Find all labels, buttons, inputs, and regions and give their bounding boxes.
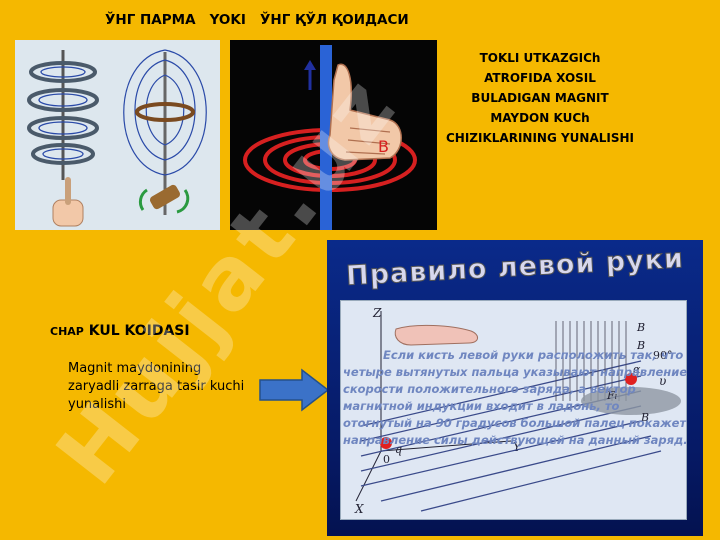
axis-z-label: Z xyxy=(372,306,382,320)
rule-description: Magnit maydonining zaryadli zarraga tasi… xyxy=(68,360,268,414)
current-arrow-icon xyxy=(304,60,316,90)
solenoid-loop xyxy=(123,49,207,215)
charge-q-label: q xyxy=(395,443,402,456)
description-line: zaryadli zarraga tasir kuchi xyxy=(68,379,245,394)
axis-y-label: Y xyxy=(513,440,522,454)
heading-prefix: CHAP xyxy=(50,325,84,338)
vertical-field-lines xyxy=(555,321,627,401)
right-hand-grip-illustration: B xyxy=(230,40,437,230)
conductor-rod xyxy=(320,45,332,230)
description-line: yunalishi xyxy=(68,397,126,412)
coil-field-drawing xyxy=(27,49,207,227)
ring-plane xyxy=(581,387,681,415)
rule-text: Если кисть левой руки расположить так, ч… xyxy=(343,348,688,447)
description-line: Magnit maydonining xyxy=(68,361,202,376)
axes xyxy=(355,311,512,502)
left-hand-rule-heading: CHAP KUL KOIDASI xyxy=(50,323,190,339)
coil-stack xyxy=(27,50,99,180)
caption-line: ATROFIDA XOSIL xyxy=(484,71,596,85)
force-label: Fₗ xyxy=(606,389,617,402)
velocity-label: υ xyxy=(659,374,666,388)
caption-line: CHIZIKLARINING YUNALISHI xyxy=(445,131,635,145)
origin-label: 0 xyxy=(383,453,390,466)
heading-rest: KUL KOIDASI xyxy=(83,323,190,339)
coil-field-illustration xyxy=(15,40,220,230)
alpha-label: α xyxy=(633,363,641,376)
caption-line: MAYDON KUCh xyxy=(490,111,590,125)
vector-b-label: B xyxy=(640,411,649,424)
rule-diagram-panel: Z Y X 0 xyxy=(340,300,687,520)
hand-icon xyxy=(327,63,402,161)
caption-line: BULADIGAN MAGNIT xyxy=(471,91,609,105)
hand-thumb-icon xyxy=(52,177,84,227)
positive-charge xyxy=(625,373,637,385)
page-title: ЎНГ ПАРМА YOKI ЎНГ ҚЎЛ ҚОИДАСИ xyxy=(105,12,409,28)
slide-title-row: Правило левой руки xyxy=(0,243,720,293)
field-b-label: B xyxy=(378,137,389,156)
hand-grip-drawing: B xyxy=(243,45,417,230)
caption-line: TOKLI UTKAZGICh xyxy=(479,51,601,65)
right-arrow-icon xyxy=(259,368,330,412)
vector-b-label: B xyxy=(636,321,645,334)
angle-90-label: 90° xyxy=(653,349,673,362)
hand-icon xyxy=(394,324,478,346)
charge-q xyxy=(380,437,392,449)
vector-b-label: B xyxy=(636,339,645,352)
right-caption: TOKLI UTKAZGICh ATROFIDA XOSIL BULADIGAN… xyxy=(435,48,645,148)
rule-diagram: Z Y X 0 xyxy=(354,306,681,516)
axis-x-label: X xyxy=(354,502,364,516)
screwdriver-icon xyxy=(138,184,190,214)
